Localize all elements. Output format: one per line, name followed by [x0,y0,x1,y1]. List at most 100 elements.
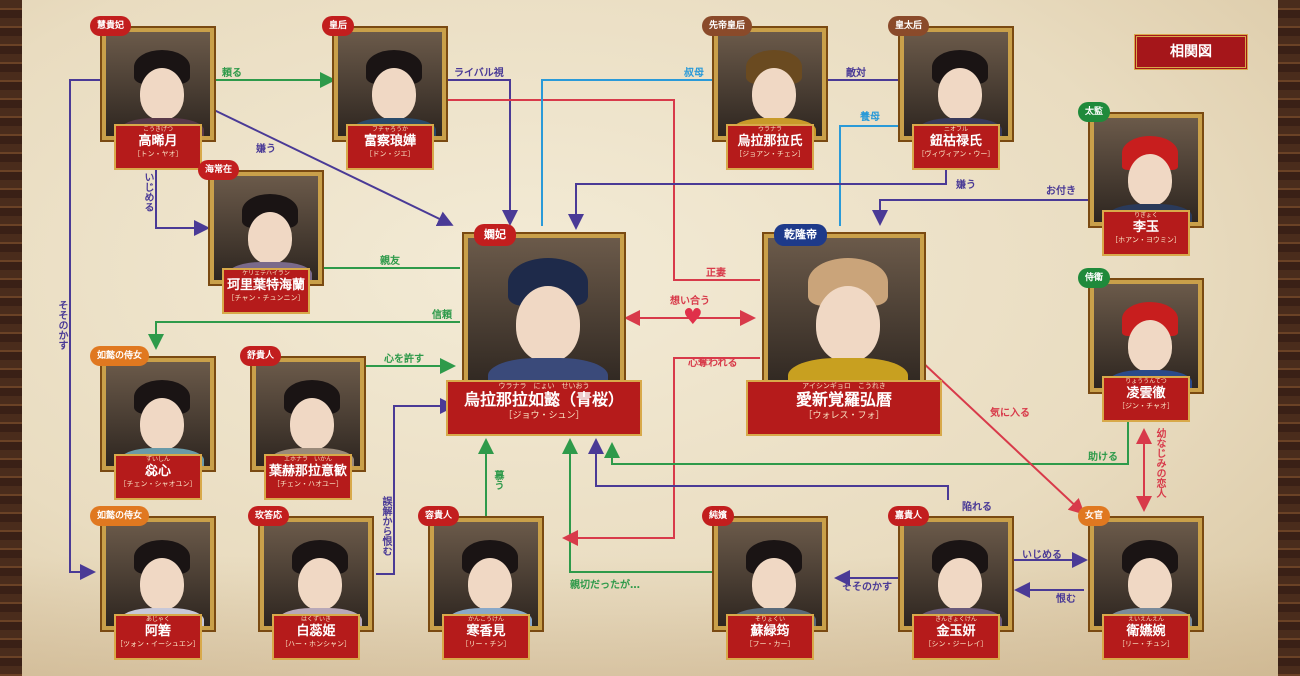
label-uramu: 恨む [1056,594,1076,605]
rank-tag: 舒貴人 [240,346,282,366]
actor-name: ［ジョウ・シュン］ [503,411,585,421]
name-kanji: 烏拉那拉氏 [737,134,803,149]
name-kanji: 李玉 [1132,220,1159,235]
label-youbo: 養母 [860,112,880,123]
chart-title: 相関図 [1134,34,1248,70]
name-kanji: 鈕祜禄氏 [929,134,982,149]
label-tasukeru: 助ける [1088,452,1118,463]
name-ruby: こうきげつ [142,126,173,133]
portrait [1088,278,1204,394]
rank-tag: 太監 [1078,102,1111,122]
heart-icon: ♥ [683,305,703,330]
actor-name: ［ジョアン・チェン］ [735,150,805,158]
actor-name: ［シン・ジーレイ］ [924,640,988,648]
actor-name: ［ツォン・イーシュエン］ [116,640,200,648]
label-kiniiru: 気に入る [990,408,1030,419]
name-plate: ウラナラ にょい せいおう 烏拉那拉如懿（青桜） ［ジョウ・シュン］ [446,380,642,436]
rank-tag: 女官 [1078,506,1111,526]
name-kanji: 白蕊姫 [296,624,336,639]
name-kanji: 烏拉那拉如懿（青桜） [463,390,624,409]
name-kanji: 蘇緑筠 [750,624,790,639]
name-plate: かんこうけん 寒香見 ［リー・チン］ [442,614,530,660]
right-frame-border [1278,0,1300,676]
rank-tag: 皇后 [322,16,355,36]
name-plate: こうきげつ 高晞月 ［トン・ヤオ］ [114,124,202,170]
rank-tag: 嘉貴人 [888,506,930,526]
label-kirau-1: 嫌う [256,144,276,155]
name-ruby: あじゃく [145,616,170,623]
name-plate: ケリェテハイラン 珂里葉特海蘭 ［チャン・チュンニン］ [222,268,310,314]
name-ruby: りょううんてつ [1125,378,1167,385]
name-ruby: エホナラ いかん [283,456,332,463]
rank-tag: 玫答応 [248,506,290,526]
name-kanji: 富察琅嬅 [363,134,416,149]
label-shinsetsu: 親切だったが… [570,580,640,591]
name-kanji: 惢心 [144,464,171,479]
label-omoiau: 想い合う [670,296,710,307]
name-kanji: 衛嬿婉 [1126,624,1166,639]
portrait [100,356,216,472]
actor-name: ［チェン・ハオユー］ [273,480,343,488]
rank-tag: 容貴人 [418,506,460,526]
left-frame-border [0,0,22,676]
label-sosonokasu-2: そそのかす [842,582,892,593]
label-tayoru: 頼る [222,68,242,79]
label-ijimeru-2: いじめる [1022,550,1062,561]
portrait [1088,112,1204,228]
name-kanji: 阿箬 [144,624,171,639]
name-ruby: ずいしん [145,456,170,463]
rank-tag: 純嬪 [702,506,735,526]
name-ruby: そりょくい [754,616,785,623]
label-shinyu: 親友 [380,256,400,267]
name-kanji: 金玉妍 [936,624,976,639]
portrait [462,232,626,396]
name-ruby: ケリェテハイラン [242,270,290,277]
name-plate: エホナラ いかん 葉赫那拉意歓 ［チェン・ハオユー］ [264,454,352,500]
label-gokai: 誤解から恨む [380,496,391,556]
rank-tag: 慧貴妃 [90,16,132,36]
name-ruby: きんぎょくけん [935,616,977,623]
name-ruby: ウラナラ [757,126,782,133]
name-ruby: ウラナラ にょい せいおう [498,382,590,390]
name-kanji: 珂里葉特海蘭 [226,278,305,293]
actor-name: ［ウォレス・フォ］ [803,411,885,421]
rank-tag: 皇太后 [888,16,930,36]
portrait [898,26,1014,142]
name-ruby: ニオフル [943,126,968,133]
name-plate: りょううんてつ 凌雲徹 ［ジン・チャオ］ [1102,376,1190,422]
actor-name: ［トン・ヤオ］ [133,150,183,158]
label-shukubo: 叔母 [684,68,704,79]
label-tekitai: 敵対 [846,68,866,79]
rank-tag: 海常在 [198,160,240,180]
portrait [258,516,374,632]
label-kokorowoyurusu: 心を許す [384,354,424,365]
name-ruby: りぎょく [1134,212,1158,219]
label-otoshireru: 陥れる [962,502,992,513]
name-plate: フチャろうか 富察琅嬅 ［ドン・ジエ］ [346,124,434,170]
actor-name: ［フー・カー］ [745,640,795,648]
label-shibou: 慕う [492,470,503,490]
label-otsuki: お付き [1046,186,1076,197]
label-rival: ライバル視 [454,68,504,79]
name-kanji: 凌雲徹 [1126,386,1166,401]
name-plate: ずいしん 惢心 ［チェン・シャオユン］ [114,454,202,500]
actor-name: ［チャン・チュンニン］ [227,294,305,302]
name-plate: アイシンギョロ こうれき 愛新覚羅弘暦 ［ウォレス・フォ］ [746,380,942,436]
name-ruby: えいえんえん [1127,616,1164,623]
actor-name: ［ヴィヴィアン・ウー］ [917,150,995,158]
name-kanji: 高晞月 [138,134,178,149]
label-ijimeru-1: いじめる [142,172,153,212]
label-kirau-2: 嫌う [956,180,976,191]
rank-tag: 侍衛 [1078,268,1111,288]
name-kanji: 愛新覚羅弘暦 [795,390,892,409]
name-plate: そりょくい 蘇緑筠 ［フー・カー］ [726,614,814,660]
name-ruby: かんこうけん [467,616,504,623]
name-plate: えいえんえん 衛嬿婉 ［リー・チュン］ [1102,614,1190,660]
name-ruby: フチャろうか [372,126,408,133]
actor-name: ［リー・チン］ [461,640,511,648]
label-shinrai: 信頼 [432,310,452,321]
portrait [712,26,828,142]
actor-name: ［チェン・シャオユン］ [119,480,197,488]
actor-name: ［ドン・ジエ］ [365,150,415,158]
